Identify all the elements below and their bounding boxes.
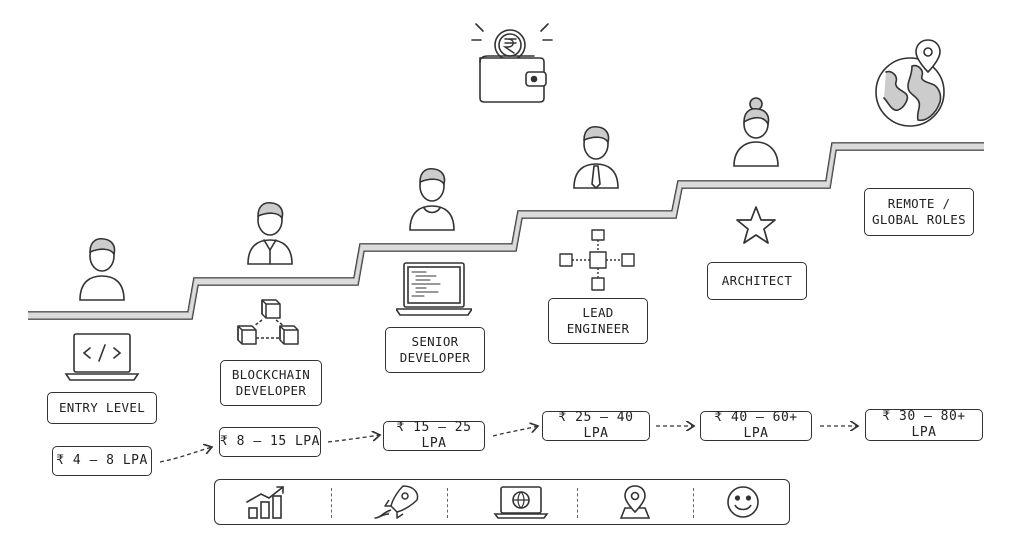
person-tie-icon bbox=[573, 125, 619, 190]
role-architect: ARCHITECT bbox=[707, 262, 807, 300]
network-blocks-icon bbox=[559, 229, 635, 291]
rocket-icon bbox=[374, 485, 419, 519]
connector-arrow-3 bbox=[492, 426, 538, 437]
globe-laptop-icon bbox=[493, 486, 549, 519]
salary-blockchain-developer: ₹ 8 – 15 LPA bbox=[219, 427, 321, 457]
divider bbox=[447, 488, 448, 518]
wallet-coin-icon bbox=[471, 23, 553, 103]
star-icon bbox=[736, 206, 776, 244]
laptop-icon bbox=[396, 262, 472, 316]
salary-lead-engineer: ₹ 25 – 40 LPA bbox=[542, 410, 650, 441]
connector-arrow-1 bbox=[159, 447, 212, 463]
salary-senior-developer: ₹ 15 – 25 LPA bbox=[383, 420, 485, 451]
role-entry: ENTRY LEVEL bbox=[47, 392, 157, 424]
staircase-bottom-edge bbox=[28, 149, 984, 320]
role-senior-developer: SENIOR DEVELOPER bbox=[385, 327, 485, 373]
salary-architect: ₹ 40 – 60+ LPA bbox=[700, 410, 812, 441]
staircase-top-edge bbox=[28, 142, 984, 313]
staircase-fill bbox=[28, 143, 984, 319]
role-remote-global: REMOTE / GLOBAL ROLES bbox=[864, 188, 974, 236]
blocks-icon bbox=[237, 299, 299, 345]
smiley-icon bbox=[727, 486, 759, 518]
code-laptop-icon bbox=[64, 333, 140, 381]
map-pin-icon bbox=[619, 485, 651, 519]
divider bbox=[577, 488, 578, 518]
salary-entry: ₹ 4 – 8 LPA bbox=[52, 446, 152, 476]
divider bbox=[693, 488, 694, 518]
growth-chart-icon bbox=[246, 486, 284, 519]
globe-pin-icon bbox=[875, 39, 945, 127]
salary-remote-global: ₹ 30 – 80+ LPA bbox=[865, 409, 983, 441]
bottom-icon-bar bbox=[214, 479, 790, 525]
connector-arrow-2 bbox=[327, 435, 380, 443]
person-icon bbox=[409, 167, 455, 231]
role-lead-engineer: LEAD ENGINEER bbox=[548, 298, 648, 344]
person-collar-icon bbox=[247, 201, 293, 265]
person-bun-icon bbox=[733, 97, 779, 167]
person-icon bbox=[79, 237, 125, 301]
role-blockchain-developer: BLOCKCHAIN DEVELOPER bbox=[220, 360, 322, 406]
divider bbox=[331, 488, 332, 518]
